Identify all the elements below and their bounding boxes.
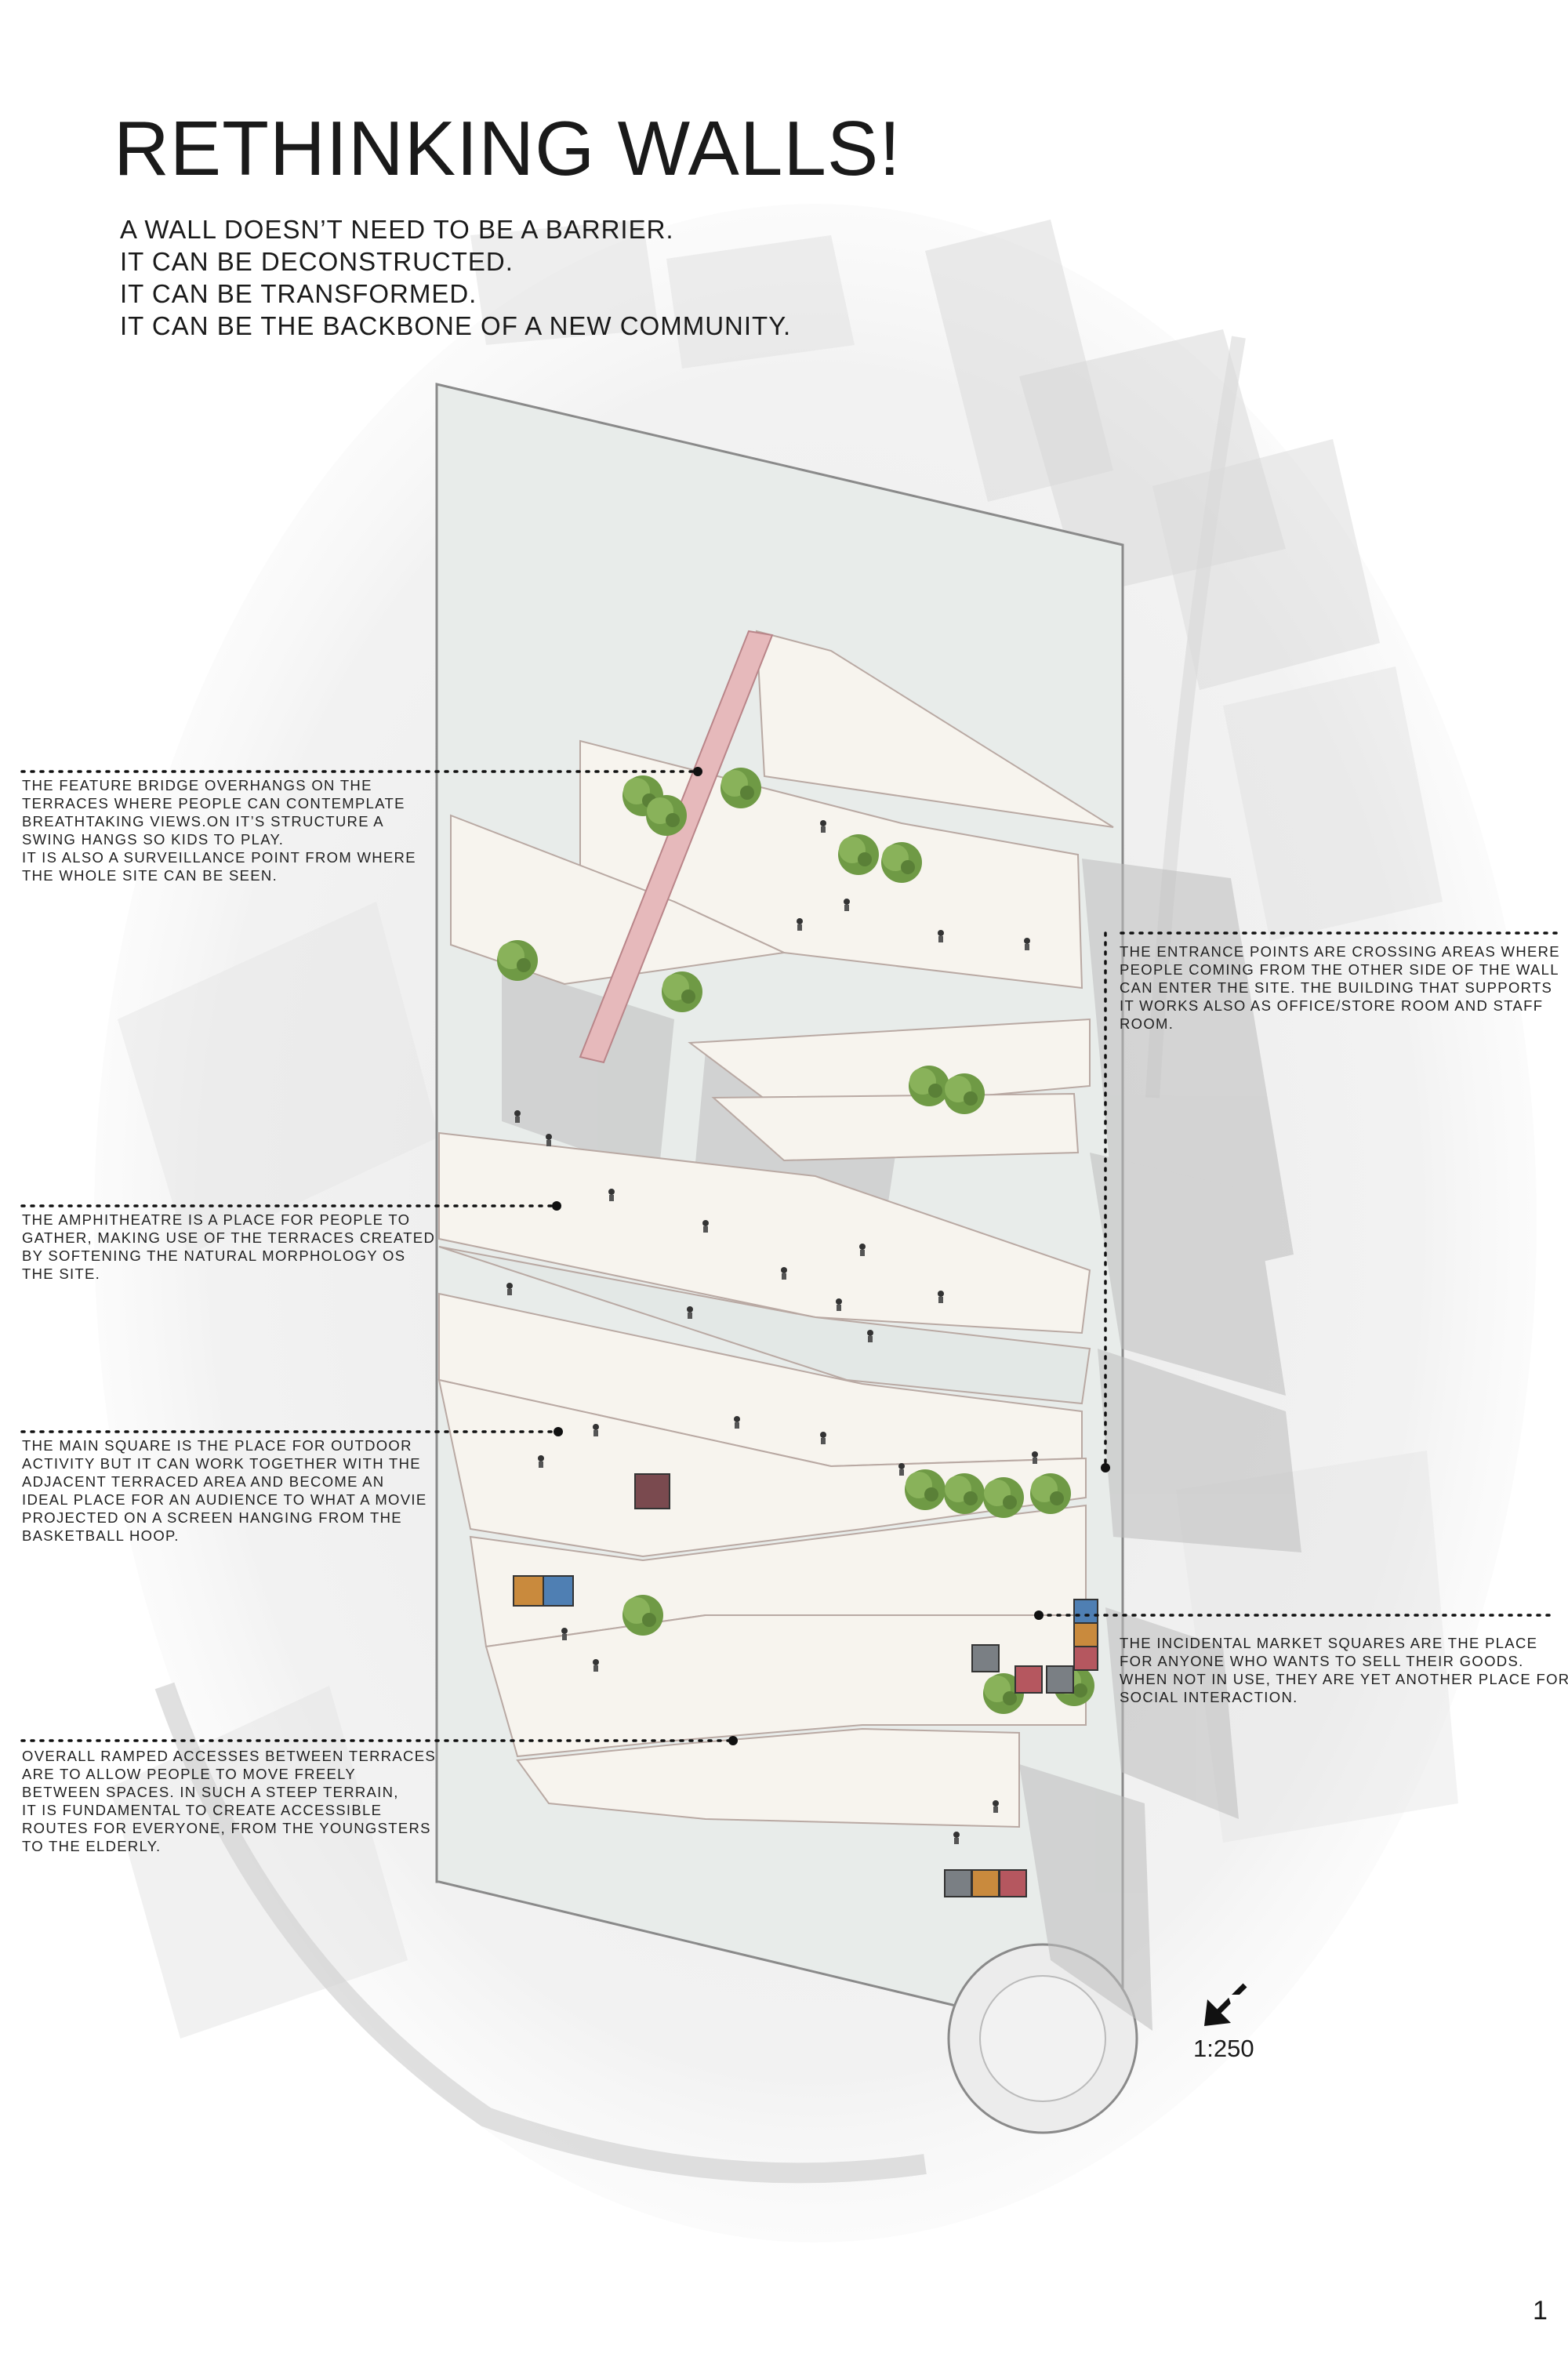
subtitle-line: IT CAN BE THE BACKBONE OF A NEW COMMUNIT… [120,311,792,340]
annotation-line: OVERALL RAMPED ACCESSES BETWEEN TERRACES [22,1748,436,1764]
annotation-line: IDEAL PLACE FOR AN AUDIENCE TO WHAT A MO… [22,1491,427,1508]
annotation-line: SOCIAL INTERACTION. [1120,1689,1298,1705]
annotation-line: BY SOFTENING THE NATURAL MORPHOLOGY OS [22,1247,406,1264]
north-arrow-icon [1204,1983,1247,2026]
annotation-line: THE AMPHITHEATRE IS A PLACE FOR PEOPLE T… [22,1211,411,1228]
annotation-line: ACTIVITY BUT IT CAN WORK TOGETHER WITH T… [22,1455,421,1472]
annotation-amphitheatre: THE AMPHITHEATRE IS A PLACE FOR PEOPLE T… [22,1211,435,1283]
annotation-entrance: THE ENTRANCE POINTS ARE CROSSING AREAS W… [1120,942,1560,1033]
annotation-line: ARE TO ALLOW PEOPLE TO MOVE FREELY [22,1766,356,1782]
annotation-main-square: THE MAIN SQUARE IS THE PLACE FOR OUTDOOR… [22,1436,426,1545]
terraces [437,630,1114,1828]
annotation-line: PEOPLE COMING FROM THE OTHER SIDE OF THE… [1120,961,1559,978]
page-number: 1 [1533,2296,1548,2326]
annotation-line: ROOM. [1120,1015,1174,1032]
annotation-line: THE MAIN SQUARE IS THE PLACE FOR OUTDOOR [22,1437,412,1454]
annotation-line: PROJECTED ON A SCREEN HANGING FROM THE [22,1509,402,1526]
annotation-line: BETWEEN SPACES. IN SUCH A STEEP TERRAIN, [22,1784,399,1800]
subtitle-line: IT CAN BE DECONSTRUCTED. [120,247,514,276]
scale-label: 1:250 [1193,2035,1254,2062]
cast-shadows [502,859,1301,2031]
page-title: RETHINKING WALLS! [114,105,902,191]
annotation-line: IT IS FUNDAMENTAL TO CREATE ACCESSIBLE [22,1802,383,1818]
annotation-line: GATHER, MAKING USE OF THE TERRACES CREAT… [22,1229,436,1246]
annotation-line: BREATHTAKING VIEWS.ON IT’S STRUCTURE A [22,813,384,830]
annotation-line: BASKETBALL HOOP. [22,1527,180,1544]
annotation-line: IT IS ALSO A SURVEILLANCE POINT FROM WHE… [22,849,416,866]
subtitle-line: IT CAN BE TRANSFORMED. [120,279,477,308]
annotation-line: TO THE ELDERLY. [22,1838,162,1854]
annotation-bridge: THE FEATURE BRIDGE OVERHANGS ON THE TERR… [22,776,416,884]
feature-bridge [579,630,774,1064]
annotation-line: ROUTES FOR EVERYONE, FROM THE YOUNGSTERS [22,1820,431,1836]
annotation-line: WHEN NOT IN USE, THEY ARE YET ANOTHER PL… [1120,1671,1568,1687]
annotation-line: THE FEATURE BRIDGE OVERHANGS ON THE [22,777,372,793]
annotation-line: THE INCIDENTAL MARKET SQUARES ARE THE PL… [1120,1635,1538,1651]
subtitle-line: A WALL DOESN’T NEED TO BE A BARRIER. [120,215,674,244]
annotation-ramps: OVERALL RAMPED ACCESSES BETWEEN TERRACES… [22,1747,436,1855]
leader-dots [552,767,1110,1745]
annotation-market: THE INCIDENTAL MARKET SQUARES ARE THE PL… [1120,1634,1568,1706]
annotation-line: FOR ANYONE WHO WANTS TO SELL THEIR GOODS… [1120,1653,1524,1669]
annotation-line: TERRACES WHERE PEOPLE CAN CONTEMPLATE [22,795,405,812]
annotation-line: IT WORKS ALSO AS OFFICE/STORE ROOM AND S… [1120,997,1544,1014]
annotation-line: THE WHOLE SITE CAN BE SEEN. [22,867,278,884]
annotation-line: ADJACENT TERRACED AREA AND BECOME AN [22,1473,385,1490]
annotation-line: THE ENTRANCE POINTS ARE CROSSING AREAS W… [1120,943,1560,960]
market-stalls [513,1473,1098,1897]
subtitle: A WALL DOESN’T NEED TO BE A BARRIER. IT … [120,213,791,342]
annotation-line: THE SITE. [22,1265,101,1282]
leader-lines [20,770,1558,1742]
annotation-line: SWING HANGS SO KIDS TO PLAY. [22,831,285,848]
annotation-line: CAN ENTER THE SITE. THE BUILDING THAT SU… [1120,979,1553,996]
